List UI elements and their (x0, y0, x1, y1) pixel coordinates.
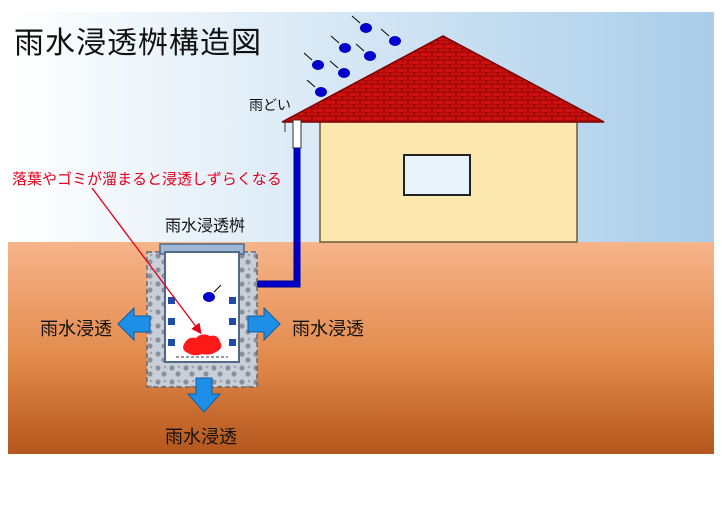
raindrop (380, 28, 401, 46)
infiltration-arrows (117, 306, 281, 413)
raindrop (355, 43, 376, 61)
water-drop (203, 284, 222, 302)
warning-pointer (91, 187, 202, 335)
infiltration-right-label: 雨水浸透 (292, 319, 364, 340)
ground (8, 242, 714, 454)
gutter-label: 雨どい (249, 98, 291, 114)
basin-holes (168, 297, 236, 346)
downspout (245, 119, 302, 288)
raindrop (329, 60, 350, 78)
arrow-down (186, 377, 222, 413)
arrow-right (247, 306, 281, 342)
warning-label: 落葉やゴミが溜まると浸透しずらくなる (12, 170, 282, 188)
infiltration-bottom-label: 雨水浸透 (165, 427, 237, 448)
debris (183, 334, 222, 356)
house (281, 35, 605, 243)
infiltration-left-label: 雨水浸透 (40, 319, 112, 340)
raindrop (306, 79, 327, 97)
roof (281, 35, 605, 123)
raindrops (303, 15, 401, 97)
basin-label: 雨水浸透桝 (165, 216, 246, 235)
raindrop (303, 52, 324, 70)
arrow-left (117, 306, 151, 342)
raindrop (330, 35, 351, 53)
diagram-title: 雨水浸透桝構造図 (14, 26, 262, 61)
infiltration-basin (146, 243, 258, 388)
raindrop (351, 15, 372, 33)
house-window (403, 154, 471, 196)
